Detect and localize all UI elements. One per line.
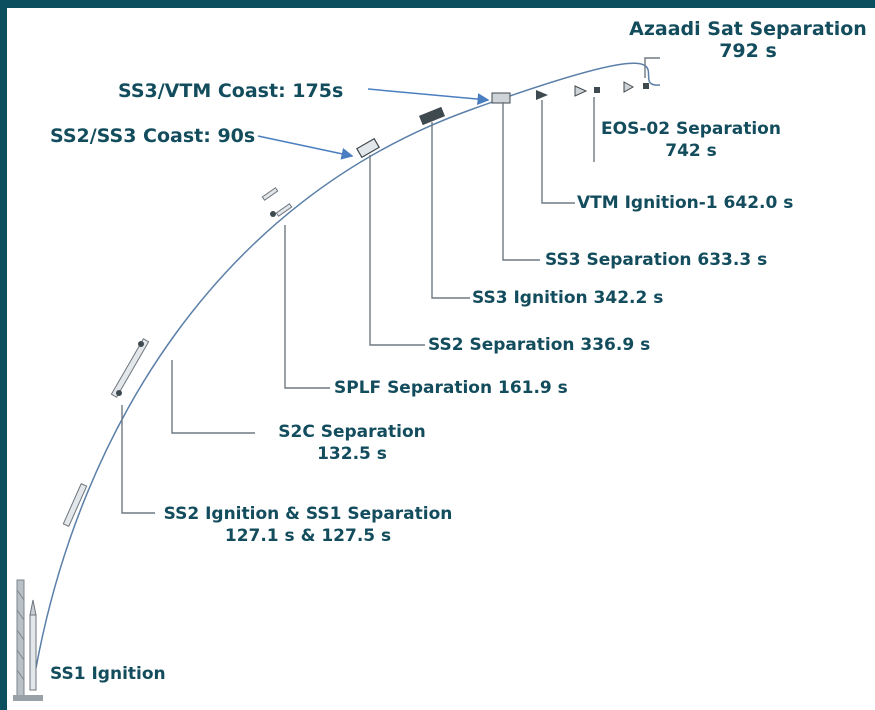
label-eos02-title: EOS-02 Separation [601,119,781,139]
ss2-stage-icon [356,137,380,159]
rocket-on-pad-icon [29,599,37,691]
label-ss2-ignition-time: 127.1 s & 127.5 s [224,526,392,546]
label-azaadi-sat-separation: Azaadi Sat Separation 792 s [627,18,869,62]
leader-ss3-separation [502,102,540,261]
rocket-ascent-icon [62,483,88,527]
label-ss1-ignition: SS1 Ignition [50,664,166,684]
leader-ss2-separation [369,155,425,346]
diagram-canvas [7,8,875,710]
label-ss2-ignition-title: SS2 Ignition & SS1 Separation [163,504,453,524]
label-ss2-separation: SS2 Separation 336.9 s [428,335,651,355]
leader-ss2-ignition [121,405,155,514]
pointer-ss2-ss3-coast [257,135,354,160]
label-eos02-time: 742 s [665,141,717,161]
label-s2c-title: S2C Separation [278,422,426,442]
label-ss3-vtm-coast: SS3/VTM Coast: 175s [118,80,344,102]
label-ss3-ignition: SS3 Ignition 342.2 s [472,288,664,308]
label-azaadi-time: 792 s [719,40,777,62]
fairing-separation-icon [261,187,293,217]
leader-splf-separation [284,225,330,389]
pointer-ss3-vtm-coast [367,88,490,106]
launch-tower-icon [13,579,43,701]
label-splf-separation: SPLF Separation 161.9 s [334,378,568,398]
vtm-stage-icon [491,90,548,104]
leader-azaadi-sat-separation [644,57,660,78]
leader-ss3-ignition [431,122,470,299]
leader-vtm-ignition [541,100,575,204]
satellite-release-icon [574,81,649,97]
label-ss3-separation: SS3 Separation 633.3 s [545,250,768,270]
label-s2c-separation: S2C Separation 132.5 s [262,421,442,465]
ss3-stage-icon [419,106,445,126]
label-eos02-separation: EOS-02 Separation 742 s [600,118,782,162]
label-ss2-ignition-ss1-separation: SS2 Ignition & SS1 Separation 127.1 s & … [158,503,458,547]
label-azaadi-title: Azaadi Sat Separation [629,18,867,40]
label-vtm-ignition: VTM Ignition-1 642.0 s [577,193,794,213]
label-ss2-ss3-coast: SS2/SS3 Coast: 90s [50,125,256,147]
trajectory-curve [35,62,661,669]
label-s2c-time: 132.5 s [317,444,387,464]
rocket-s2c-icon [110,338,150,398]
leader-s2c-separation [171,360,255,434]
